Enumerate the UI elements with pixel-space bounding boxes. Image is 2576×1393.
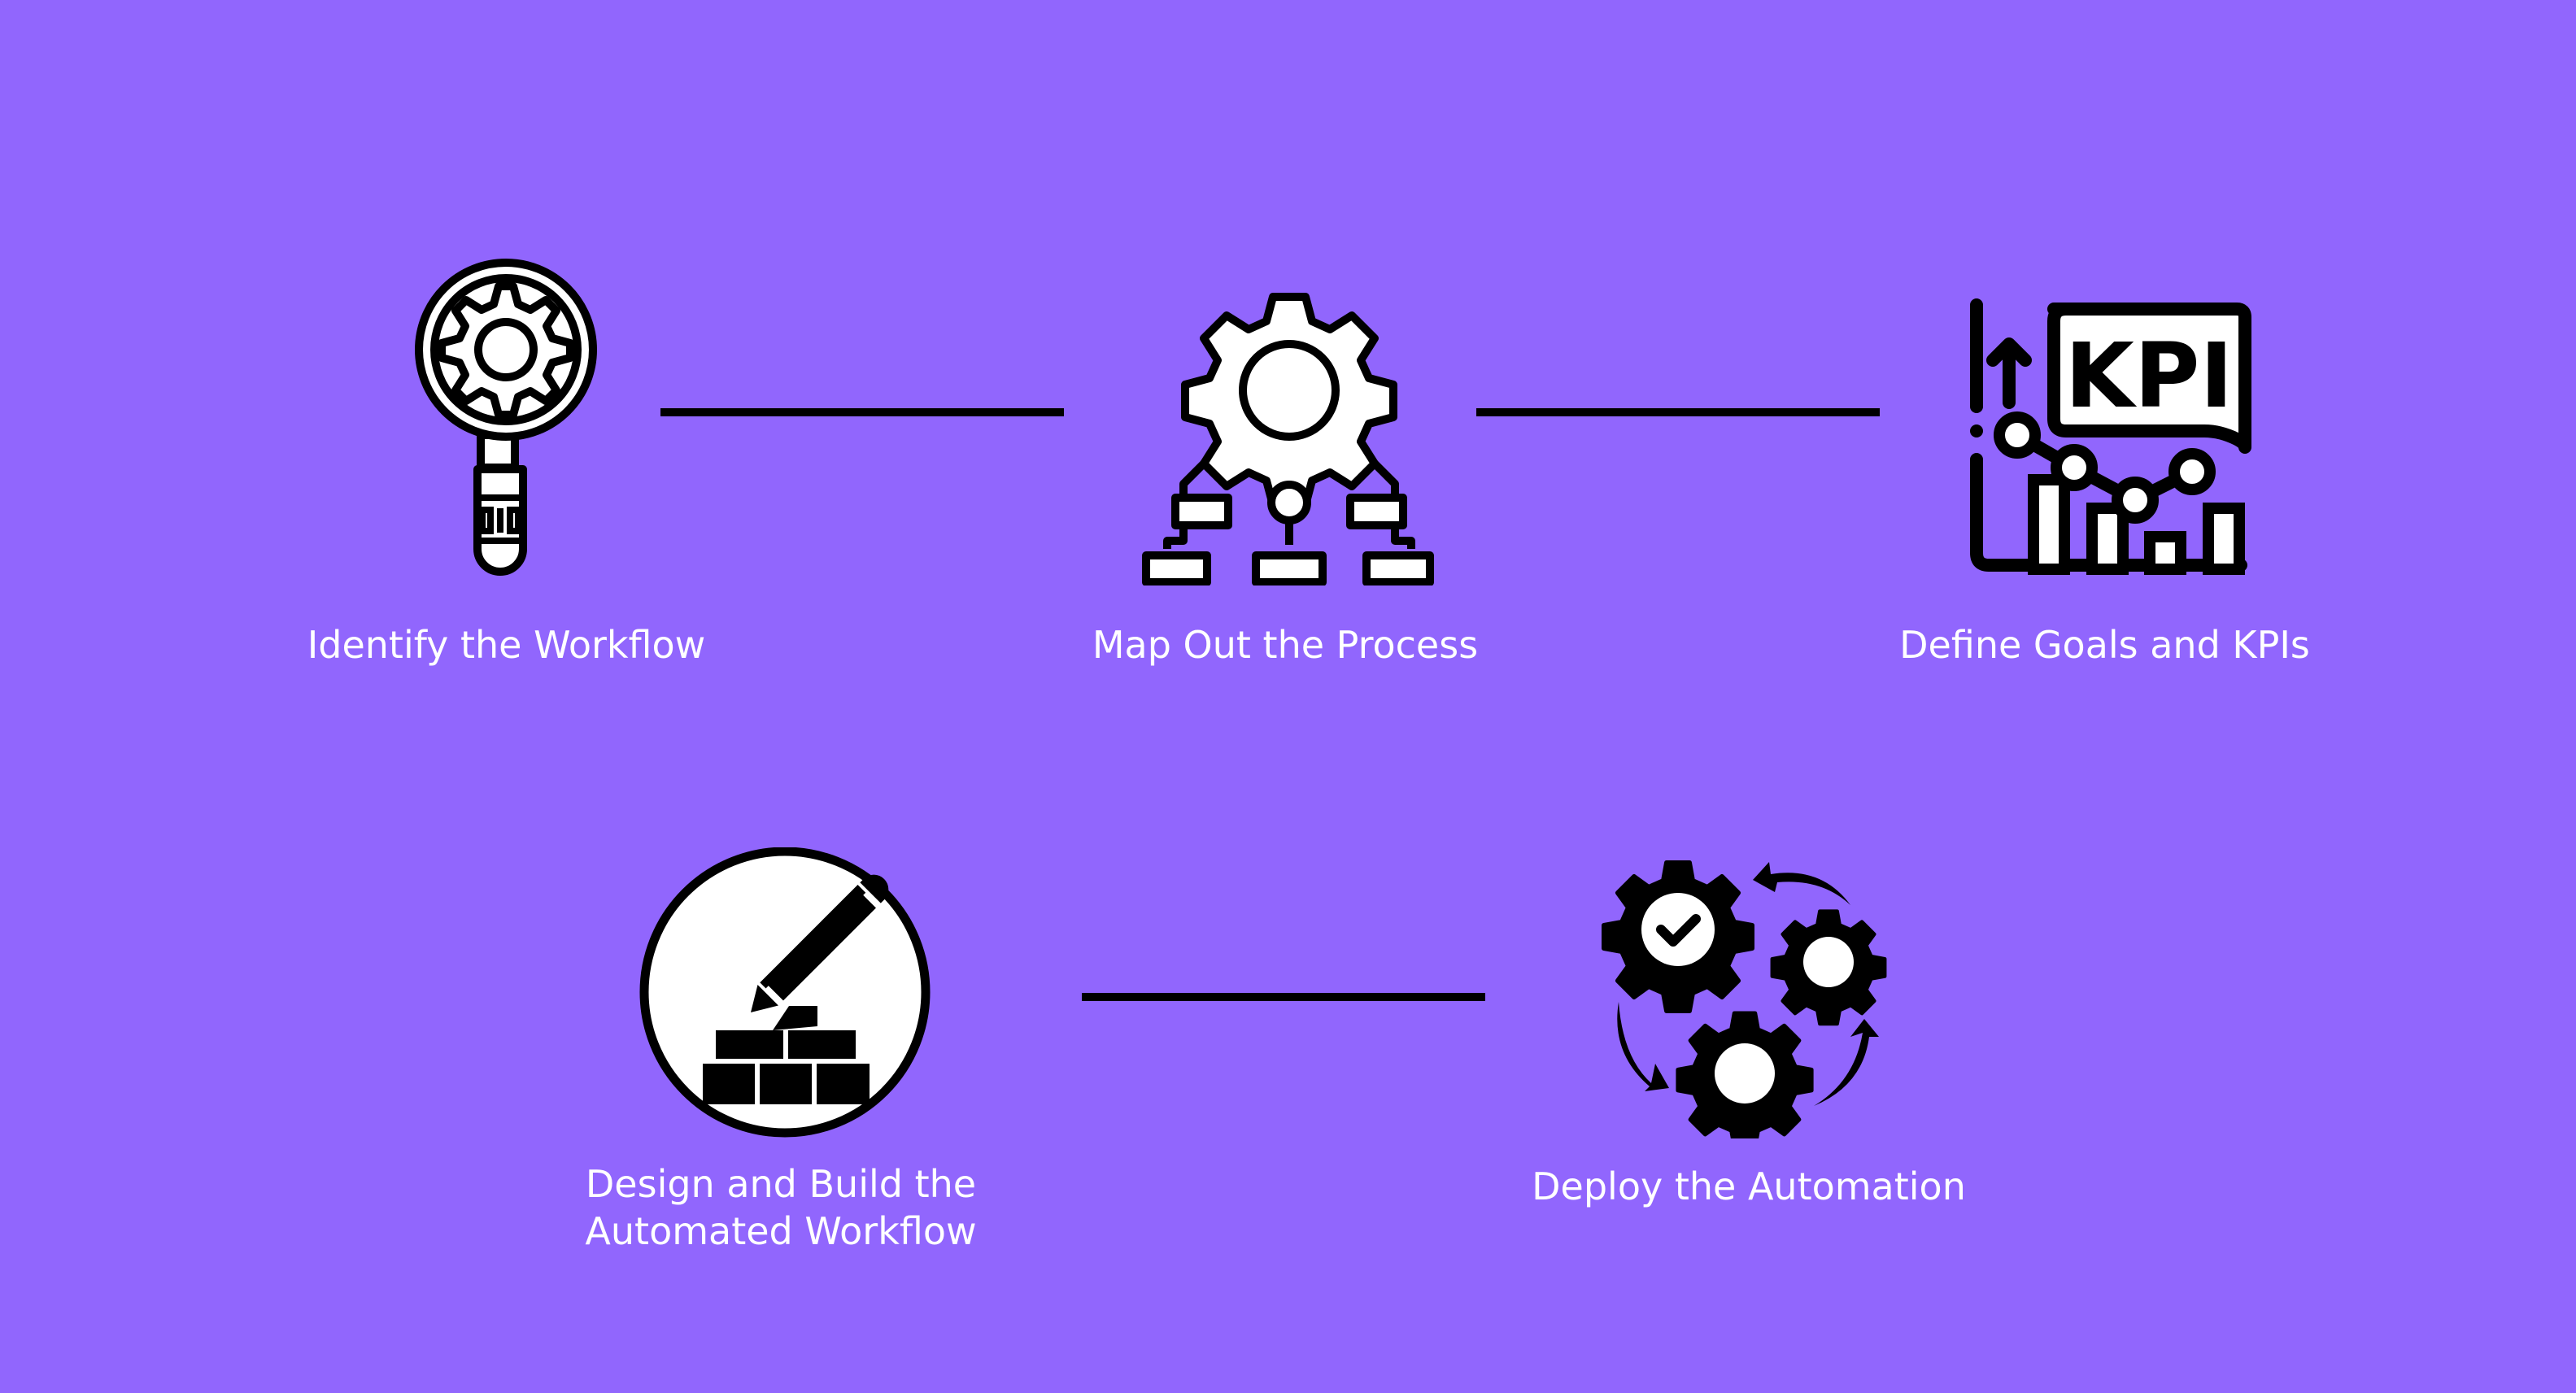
step-label-design-line-1: Design and Build the xyxy=(585,1162,977,1206)
step-label-design: Design and Build the Automated Workflow xyxy=(537,1160,1025,1255)
magnifier-gear-icon xyxy=(415,259,597,576)
kpi-icon-text: KPI xyxy=(2065,324,2234,428)
connector-1-2 xyxy=(660,408,1064,416)
step-label-deploy: Deploy the Automation xyxy=(1532,1164,1966,1208)
connector-2-3 xyxy=(1476,408,1880,416)
gears-cycle-icon xyxy=(1586,846,1895,1138)
step-label-map: Map Out the Process xyxy=(1092,623,1479,667)
connector-4-5 xyxy=(1082,993,1485,1001)
step-label-identify: Identify the Workflow xyxy=(307,623,706,667)
step-label-goals: Define Goals and KPIs xyxy=(1899,623,2310,667)
kpi-chart-icon: KPI xyxy=(1970,298,2251,575)
pencil-bricks-icon xyxy=(639,847,931,1138)
gear-flowchart-icon xyxy=(1142,293,1434,585)
step-label-design-line-2: Automated Workflow xyxy=(585,1209,977,1253)
